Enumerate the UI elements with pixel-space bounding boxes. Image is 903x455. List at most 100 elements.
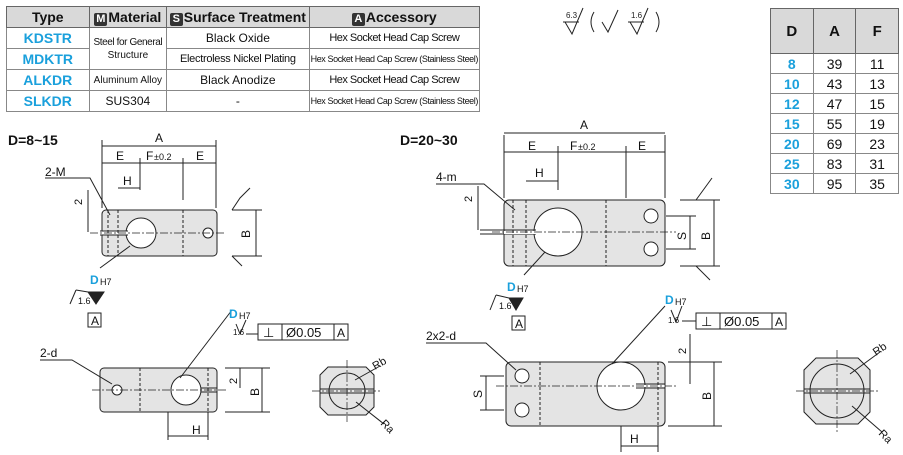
surface-finish-symbol: 6.3 1.6 xyxy=(563,7,660,36)
perpendicular-symbol: ⊥ xyxy=(263,325,274,340)
small-front-view: 2-d H 2 B D H7 1.6 ⊥ Ø0.05 A xyxy=(40,307,349,440)
h7-label: H7 xyxy=(517,284,529,294)
dim-f-tol: ±0.2 xyxy=(578,142,595,152)
spec-row: SLKDR SUS304 - Hex Socket Head Cap Screw… xyxy=(6,90,481,112)
surface-cell: Black Oxide xyxy=(166,27,310,49)
thread-2m-label: 2-M xyxy=(45,165,66,179)
type-header: Type xyxy=(6,6,90,28)
finish-fine-label: 1.6 xyxy=(631,11,643,20)
dim-f-label: F xyxy=(146,149,153,163)
dim-d-cell: 20 xyxy=(770,133,814,154)
dim-e-label: E xyxy=(116,149,124,163)
dim-s-label: S xyxy=(675,232,689,240)
dim-b-label: B xyxy=(248,388,262,396)
spec-row: ALKDR Aluminum Alloy Black Anodize Hex S… xyxy=(6,69,481,91)
finish-label: 1.6 xyxy=(233,328,245,337)
type-cell: MDKTR xyxy=(6,48,90,70)
large-top-view: D=20~30 A E F ±0.2 E H 4-m 2 S B D H7 xyxy=(400,118,720,331)
dim-a-label: A xyxy=(155,131,163,145)
dim-d-cell: 25 xyxy=(770,153,814,174)
datum-a-ref: A xyxy=(775,315,783,329)
dim-f-cell: 11 xyxy=(855,53,899,74)
type-cell: SLKDR xyxy=(6,90,90,112)
dim-2-label: 2 xyxy=(73,199,85,205)
datum-a-label: A xyxy=(91,314,99,328)
material-line1: Steel for General xyxy=(93,36,163,48)
small-top-view: D=8~15 A E F ±0.2 E H 2-M 2 B D H7 1. xyxy=(8,131,262,328)
hole-2x2d-label: 2x2-d xyxy=(426,329,456,343)
range-small-label: D=8~15 xyxy=(8,132,58,148)
dim-a-cell: 69 xyxy=(812,133,857,154)
accessory-cell: Hex Socket Head Cap Screw (Stainless Ste… xyxy=(308,90,481,112)
accessory-header-label: Accessory xyxy=(365,8,437,25)
dim-b-label: B xyxy=(699,232,713,240)
dim-h-label: H xyxy=(123,174,132,188)
dim-a-cell: 83 xyxy=(812,153,857,174)
h7-label: H7 xyxy=(100,277,112,287)
dim-f-cell: 15 xyxy=(855,93,899,114)
dim-header-d: D xyxy=(770,8,814,54)
ra-label: Ra xyxy=(876,428,895,447)
d-label: D xyxy=(90,273,99,287)
surface-badge: S xyxy=(169,12,183,26)
surface-cell: Electroless Nickel Plating xyxy=(166,48,310,70)
dim-header-f: F xyxy=(855,8,899,54)
material-cell: SUS304 xyxy=(88,90,168,112)
dim-header-row: D A F xyxy=(770,8,899,54)
dim-e-label: E xyxy=(528,139,536,153)
hole-2d-label: 2-d xyxy=(40,346,57,360)
datum-a-ref: A xyxy=(337,326,345,340)
dim-2-label: 2 xyxy=(677,348,689,354)
dim-e-label: E xyxy=(638,139,646,153)
h7-label: H7 xyxy=(675,297,687,307)
dim-2-label: 2 xyxy=(228,378,240,384)
material-header-label: Material xyxy=(108,8,162,25)
accessory-cell: Hex Socket Head Cap Screw xyxy=(308,27,481,49)
dim-a-label: A xyxy=(580,118,588,132)
surface-cell: - xyxy=(166,90,310,112)
dim-h-label: H xyxy=(192,423,201,437)
small-side-view: Rb Ra xyxy=(312,355,397,437)
h7-label: H7 xyxy=(239,311,251,321)
dim-h-label: H xyxy=(535,166,544,180)
large-front-view: 2x2-d S H 2 B D H7 1.6 ⊥ Ø0.05 A xyxy=(426,293,787,452)
finish-rough-label: 6.3 xyxy=(566,11,578,20)
dim-2-label: 2 xyxy=(463,196,475,202)
dim-header-a: A xyxy=(812,8,857,54)
dim-s-label: S xyxy=(471,390,485,398)
dim-f-tol: ±0.2 xyxy=(154,152,171,162)
d-label: D xyxy=(507,280,516,294)
finish-label: 1.6 xyxy=(78,296,91,306)
material-line2: Structure xyxy=(107,49,149,61)
perpendicular-symbol: ⊥ xyxy=(701,314,712,329)
dim-b-label: B xyxy=(239,230,253,238)
dim-a-cell: 95 xyxy=(812,173,857,194)
d-label: D xyxy=(229,307,238,321)
finish-label: 1.6 xyxy=(499,301,512,311)
spec-row: MDKTR Electroless Nickel Plating Hex Soc… xyxy=(6,48,481,70)
tolerance-label: Ø0.05 xyxy=(286,325,321,340)
dim-f-cell: 35 xyxy=(855,173,899,194)
accessory-badge: A xyxy=(351,12,365,26)
tolerance-label: Ø0.05 xyxy=(724,314,759,329)
datum-a-label: A xyxy=(515,317,523,331)
material-badge: M xyxy=(94,12,108,26)
dim-b-label: B xyxy=(700,392,714,400)
thread-4m-label: 4-m xyxy=(436,170,457,184)
dim-h-label: H xyxy=(630,432,639,446)
ra-label: Ra xyxy=(378,418,397,437)
finish-label: 1.6 xyxy=(668,316,680,325)
large-side-view: Rb Ra xyxy=(796,341,895,447)
